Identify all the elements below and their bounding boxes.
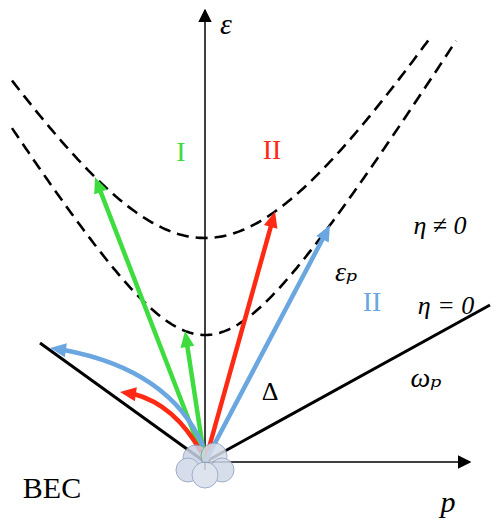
scattering-arrow-ii: [205, 223, 272, 462]
process-label: II: [263, 136, 282, 164]
process-label: I: [176, 138, 185, 166]
axis-label: ε: [220, 9, 232, 39]
scattering-arrow-ii: [205, 236, 324, 462]
bec-cloud: [176, 443, 234, 488]
energy-axis: [204, 10, 206, 470]
arrow-head: [94, 177, 107, 194]
arrow-head: [120, 387, 137, 401]
arrow-head: [50, 343, 67, 357]
curve-label: εₚ: [335, 258, 357, 286]
arrow-head: [180, 331, 194, 348]
axis-label: p: [441, 487, 456, 517]
gap-label: Δ: [262, 379, 279, 405]
curve-label: ωₚ: [411, 364, 442, 392]
parameter-label: η ≠ 0: [413, 213, 466, 239]
gapped-branch-lower: [12, 41, 456, 335]
arrow-head: [316, 225, 330, 242]
process-label: II: [363, 288, 382, 316]
phonon-scattering-arrow: [64, 350, 203, 446]
momentum-axis: [205, 461, 470, 463]
phonon-scattering-arrow: [134, 394, 201, 452]
arrow-head: [264, 212, 277, 229]
parameter-label: η = 0: [418, 293, 474, 319]
condensate-label: BEC: [23, 473, 81, 503]
gapped-branch-upper: [12, 38, 430, 238]
